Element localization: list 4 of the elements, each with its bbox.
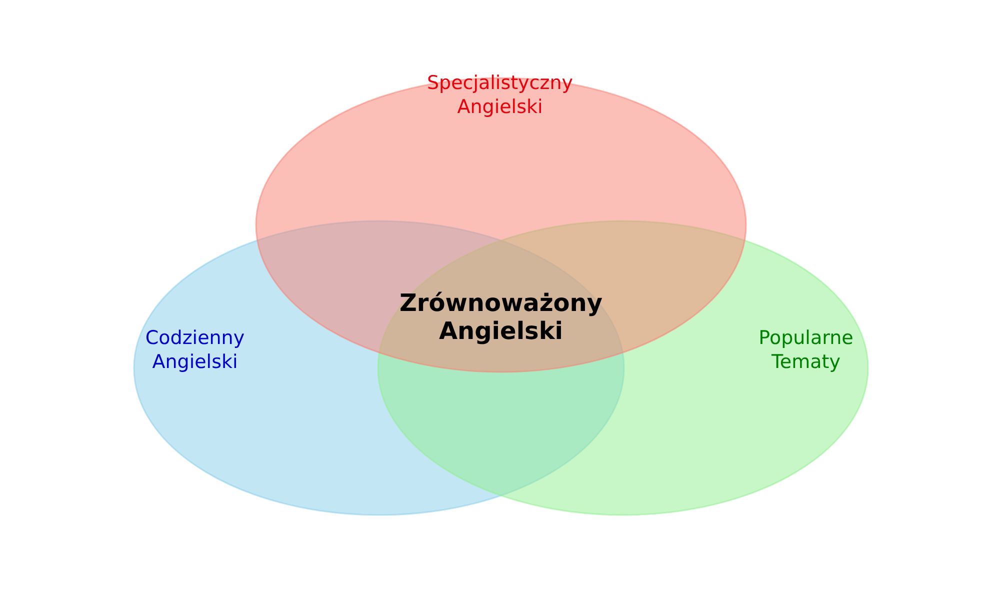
set-label: Codzienny Angielski: [144, 326, 246, 374]
set-label: Specjalistyczny Angielski: [426, 71, 574, 119]
set-label: Popularne Tematy: [758, 326, 854, 374]
intersection-label: Zrównoważony Angielski: [398, 289, 604, 345]
